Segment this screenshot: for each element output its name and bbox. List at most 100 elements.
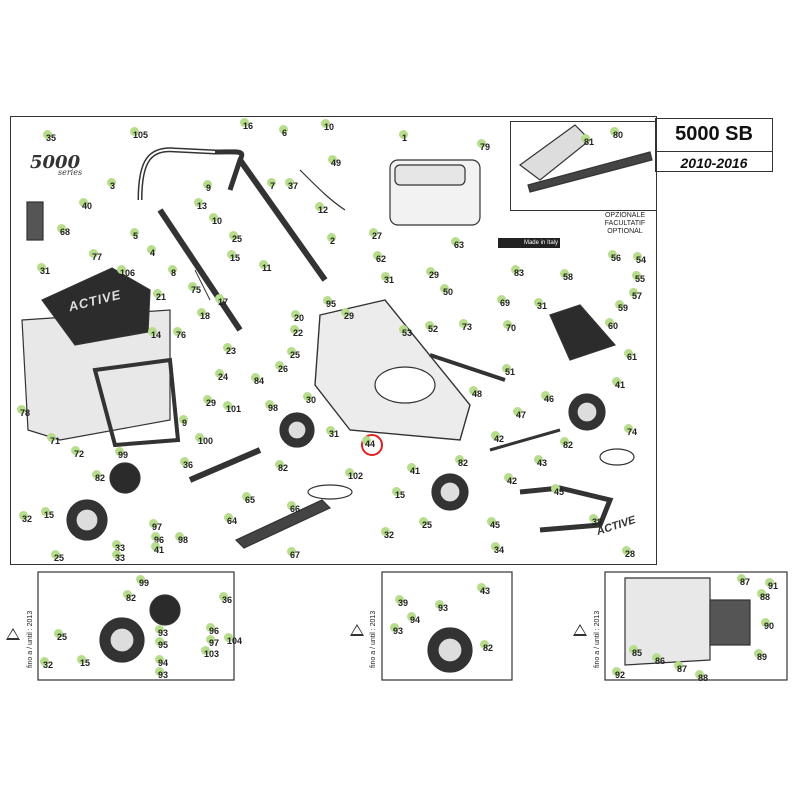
- callout-dot: [219, 592, 228, 601]
- callout-dot: [43, 130, 52, 139]
- part-callout-i1_36: 36: [222, 595, 233, 605]
- callout-dot: [513, 407, 522, 416]
- gearbox-shaft: [188, 447, 262, 483]
- callout-dot: [17, 405, 26, 414]
- callout-dot: [279, 125, 288, 134]
- callout-dot: [153, 289, 162, 298]
- part-callout-l53: 53: [402, 328, 413, 338]
- part-callout-l33a: 33: [115, 543, 126, 553]
- callout-dot: [451, 237, 460, 246]
- callout-dot: [251, 373, 260, 382]
- part-callout-l1: 1: [402, 133, 408, 143]
- callout-dot: [369, 228, 378, 237]
- part-callout-l45b: 45: [490, 520, 501, 530]
- part-callout-l46: 46: [544, 394, 555, 404]
- callout-dot: [551, 484, 560, 493]
- drive-belt: [307, 484, 353, 500]
- inset-frame-3: [604, 571, 788, 681]
- part-callout-l80: 80: [613, 130, 624, 140]
- callout-dot: [303, 392, 312, 401]
- callout-dot: [223, 343, 232, 352]
- callout-dot: [179, 415, 188, 424]
- part-callout-l68: 68: [60, 227, 71, 237]
- part-callout-l31d: 31: [329, 429, 340, 439]
- part-callout-l37: 37: [288, 181, 299, 191]
- part-callout-l5: 5: [133, 231, 139, 241]
- part-callout-l75: 75: [191, 285, 202, 295]
- part-callout-l48: 48: [472, 389, 483, 399]
- callout-dot: [180, 457, 189, 466]
- callout-dot: [173, 327, 182, 336]
- callout-dot: [327, 233, 336, 242]
- callout-dot: [57, 224, 66, 233]
- warning-icon: [573, 624, 587, 636]
- part-callout-l64: 64: [227, 516, 238, 526]
- callout-dot: [373, 251, 382, 260]
- handle-left-bar: [157, 208, 243, 332]
- callout-dot: [227, 250, 236, 259]
- until-note: fino a / until : 2013: [27, 610, 34, 668]
- callout-dot: [381, 272, 390, 281]
- part-callout-l101: 101: [226, 404, 242, 414]
- until-note: fino a / until : 2013: [370, 610, 377, 668]
- part-callout-i3_86: 86: [655, 656, 666, 666]
- callout-dot: [209, 213, 218, 222]
- part-callout-l52: 52: [428, 324, 439, 334]
- part-callout-l49: 49: [331, 158, 342, 168]
- part-callout-l82b: 82: [278, 463, 289, 473]
- callout-dot: [149, 519, 158, 528]
- part-callout-i2_82: 82: [483, 643, 494, 653]
- callout-dot: [290, 325, 299, 334]
- part-callout-l78: 78: [20, 408, 31, 418]
- part-callout-l34: 34: [494, 545, 505, 555]
- part-callout-l73: 73: [462, 322, 473, 332]
- callout-dot: [392, 487, 401, 496]
- part-callout-l99a: 99: [118, 450, 129, 460]
- part-callout-i2_43: 43: [480, 586, 491, 596]
- callout-dot: [285, 178, 294, 187]
- callout-dot: [195, 433, 204, 442]
- callout-dot: [188, 282, 197, 291]
- part-callout-l21: 21: [156, 292, 167, 302]
- part-callout-l10b: 10: [212, 216, 223, 226]
- part-callout-i2_94: 94: [410, 615, 421, 625]
- callout-dot: [287, 547, 296, 556]
- part-callout-l98a: 98: [268, 403, 279, 413]
- part-callout-l30: 30: [306, 395, 317, 405]
- part-callout-l44: 44: [365, 439, 376, 449]
- callout-dot: [757, 589, 766, 598]
- part-callout-l77: 77: [92, 252, 103, 262]
- part-callout-l72: 72: [74, 449, 85, 459]
- part-callout-l42b: 42: [507, 476, 518, 486]
- part-callout-i3_91: 91: [768, 581, 779, 591]
- callout-dot: [560, 269, 569, 278]
- part-callout-l7: 7: [270, 181, 276, 191]
- part-callout-l97a: 97: [152, 522, 163, 532]
- callout-dot: [425, 321, 434, 330]
- part-callout-l14: 14: [151, 330, 162, 340]
- part-callout-l31a: 31: [40, 266, 51, 276]
- part-callout-l36a: 36: [183, 460, 194, 470]
- part-callout-l84: 84: [254, 376, 265, 386]
- callout-dot: [589, 514, 598, 523]
- part-callout-l31b: 31: [384, 275, 395, 285]
- callout-dot: [345, 468, 354, 477]
- hub-disc: [109, 462, 141, 494]
- part-callout-l29a: 29: [429, 270, 440, 280]
- callout-dot: [612, 667, 621, 676]
- callout-dot: [652, 653, 661, 662]
- part-callout-l79: 79: [480, 142, 491, 152]
- callout-dot: [390, 623, 399, 632]
- part-callout-l41c: 41: [154, 545, 165, 555]
- callout-dot: [71, 446, 80, 455]
- selected-part-highlight: [361, 434, 383, 456]
- callout-dot: [275, 361, 284, 370]
- part-callout-l2: 2: [330, 236, 336, 246]
- callout-dot: [395, 595, 404, 604]
- callout-dot: [610, 127, 619, 136]
- part-callout-l12: 12: [318, 205, 329, 215]
- part-callout-i2_93a: 93: [438, 603, 449, 613]
- part-callout-i1_96: 96: [209, 626, 220, 636]
- callout-dot: [19, 511, 28, 520]
